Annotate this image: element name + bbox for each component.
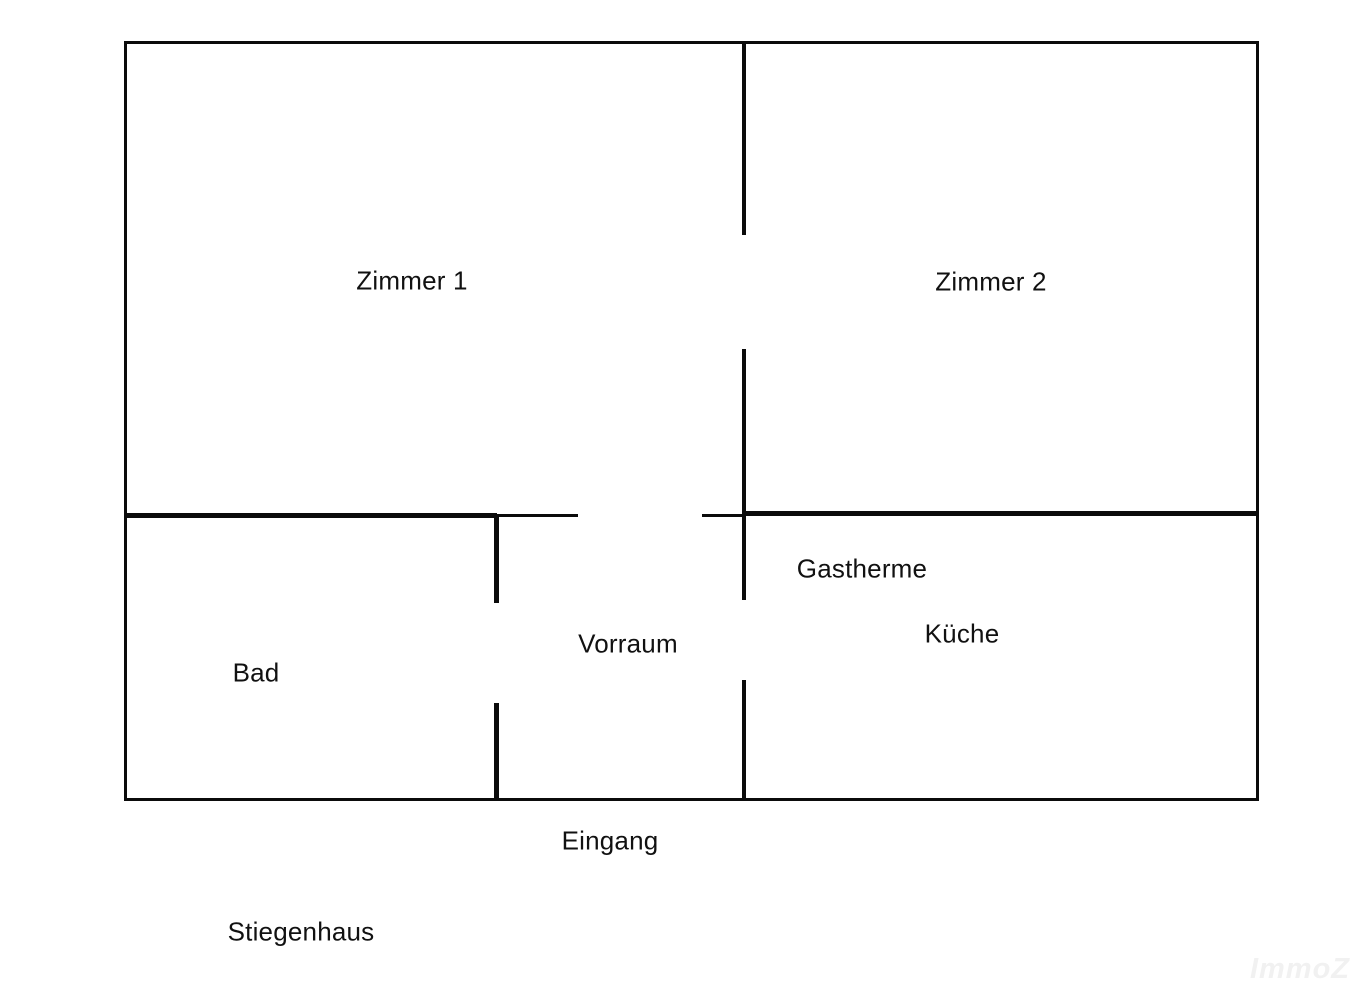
wall-kueche-top bbox=[744, 511, 1259, 516]
room-label-zimmer1: Zimmer 1 bbox=[356, 265, 468, 296]
watermark-z-text: Z bbox=[1331, 953, 1350, 985]
wall-bad-vorraum-lower bbox=[494, 703, 499, 801]
wall-bad-top bbox=[124, 513, 497, 518]
wall-outer-left bbox=[124, 41, 127, 801]
wall-vorraum-kueche-lower bbox=[742, 680, 746, 801]
immoz-watermark: ImmoZ bbox=[1250, 953, 1350, 986]
label-eingang: Eingang bbox=[561, 825, 659, 856]
wall-outer-top bbox=[124, 41, 1259, 44]
wall-zimmer-divider-upper bbox=[742, 41, 746, 235]
room-label-kueche: Küche bbox=[924, 618, 1000, 649]
wall-bad-vorraum-upper bbox=[494, 515, 499, 603]
watermark-immo-text: Immo bbox=[1249, 953, 1332, 985]
wall-outer-right bbox=[1256, 41, 1259, 801]
room-label-zimmer2: Zimmer 2 bbox=[935, 266, 1047, 297]
wall-zimmer-divider-lower bbox=[742, 349, 746, 600]
room-label-bad: Bad bbox=[232, 657, 280, 688]
wall-outer-bottom bbox=[124, 798, 1259, 801]
room-label-vorraum: Vorraum bbox=[578, 628, 678, 659]
label-stiegenhaus: Stiegenhaus bbox=[227, 916, 375, 947]
room-label-gastherme: Gastherme bbox=[796, 553, 928, 584]
wall-vorraum-top-right bbox=[702, 514, 744, 517]
wall-vorraum-top-left bbox=[497, 514, 578, 517]
